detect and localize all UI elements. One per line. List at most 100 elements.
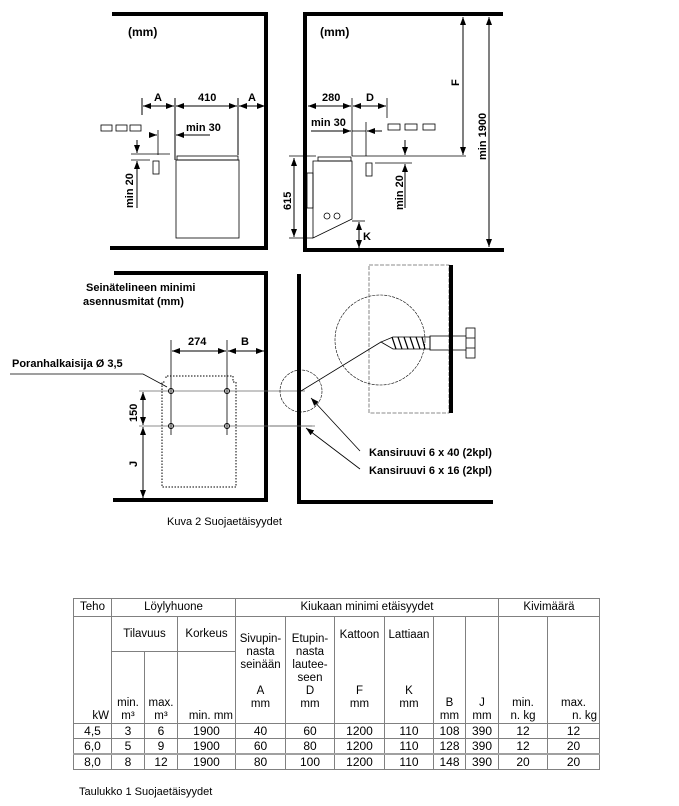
unit-k-mm: mm: [399, 698, 419, 710]
table-cell: 390: [465, 723, 499, 739]
header-vol-max: max. m³: [144, 651, 178, 724]
header-etupinnasta: Etupin- nasta lautee- seen D mm: [285, 616, 335, 724]
table-cell: 9: [144, 738, 178, 755]
unit-f-mm: mm: [349, 698, 370, 710]
lattiaan-text: Lattiaan: [388, 629, 430, 641]
dim-vert-spacing: 150: [128, 404, 140, 422]
unit-stone-min: min.: [512, 697, 534, 709]
header-height-min: min. mm: [177, 651, 236, 724]
table-cell: 148: [433, 753, 466, 770]
table-caption: Taulukko 1 Suojaetäisyydet: [79, 786, 213, 798]
drill-label: Poranhalkaisija Ø 3,5: [12, 358, 123, 370]
unit-b-letter: B: [445, 697, 454, 709]
heater-lid: [176, 155, 239, 161]
header-kivimaara: Kivimäärä: [498, 598, 600, 617]
table-cell: 100: [285, 753, 335, 770]
unit-stone-max-kg: n. kg: [572, 710, 597, 722]
unit-d-letter: D: [305, 685, 315, 697]
panel-side-view: (mm) 280 D min 30 min 20 F min 1900: [282, 12, 504, 252]
table-cell: 110: [384, 738, 434, 755]
room-wall: [297, 274, 493, 504]
table-cell: 6: [144, 723, 178, 739]
dim-a-left: A: [154, 92, 162, 104]
dim-j: J: [128, 461, 140, 467]
panel-screw-detail: Kansiruuvi 6 x 40 (2kpl) Kansiruuvi 6 x …: [270, 264, 493, 504]
bracket-title-line1: Seinätelineen minimi: [86, 282, 195, 294]
dim-min-side: min 30: [186, 122, 221, 134]
table-cell: 110: [384, 753, 434, 770]
unit-stone-min-kg: n. kg: [510, 710, 536, 722]
table-cell: 1900: [177, 723, 236, 739]
table-cell: 108: [433, 723, 466, 739]
table-cell: 80: [285, 738, 335, 755]
dim-d: D: [366, 92, 374, 104]
table-cell: 60: [285, 723, 335, 739]
unit-vol-max: max.: [148, 697, 174, 709]
detail-leader: [300, 341, 382, 392]
vent-slot: [115, 124, 128, 132]
room-wall: [110, 12, 268, 250]
drill-hole: [168, 388, 174, 394]
unit-a-mm: mm: [250, 698, 271, 710]
table-cell: 110: [384, 723, 434, 739]
bracket-outline: [161, 375, 237, 488]
table-cell: 390: [465, 738, 499, 755]
clearance-figure: (mm) A 410 A min 30 min 20: [10, 12, 504, 504]
header-loylyhuone: Löylyhuone: [111, 598, 236, 617]
drill-leader: [10, 373, 168, 388]
panel-bracket-dimensions: Seinätelineen minimi asennusmitat (mm) 2…: [10, 271, 315, 502]
dim-b: B: [241, 336, 249, 348]
unit-vol-min: min.: [117, 697, 139, 709]
dim-min-height: min 1900: [477, 113, 489, 160]
control-knob: [333, 212, 341, 220]
vent-slot: [404, 123, 418, 131]
table-cell: 12: [547, 723, 600, 739]
header-korkeus: Korkeus: [177, 616, 236, 652]
vent-slot: [129, 124, 142, 132]
vent-slot: [387, 123, 401, 131]
unit-label: (mm): [128, 25, 157, 39]
table-cell: 12: [498, 738, 548, 755]
detail-frame: [368, 264, 450, 414]
unit-f-letter: F: [355, 685, 364, 697]
screw-label-1: Kansiruuvi 6 x 40 (2kpl): [369, 447, 492, 459]
table-cell: 6,0: [73, 738, 112, 755]
table-cell: 1900: [177, 738, 236, 755]
header-tilavuus: Tilavuus: [111, 616, 178, 652]
room-wall: [303, 12, 504, 252]
heater-body: [312, 160, 353, 239]
table-cell: 1200: [334, 723, 385, 739]
drill-hole: [224, 423, 230, 429]
header-b: B mm: [433, 616, 466, 724]
table-cell: 1200: [334, 753, 385, 770]
dim-k: K: [363, 231, 371, 243]
table-cell: 128: [433, 738, 466, 755]
header-vol-min: min. m³: [111, 651, 145, 724]
dim-min-vert: min 20: [394, 175, 406, 210]
table-cell: 4,5: [73, 723, 112, 739]
dim-height: 615: [282, 192, 294, 210]
unit-a-letter: A: [256, 685, 265, 697]
unit-j-letter: J: [479, 697, 485, 709]
unit-kw-text: kW: [92, 710, 109, 722]
header-lattiaan: Lattiaan K mm: [384, 616, 434, 724]
unit-vol-min-m3: m³: [121, 710, 135, 722]
control-knob: [323, 212, 331, 220]
table-cell: 20: [547, 753, 600, 770]
table-cell: 390: [465, 753, 499, 770]
heater-body: [175, 159, 240, 239]
detail-circle-large: [334, 294, 426, 386]
dim-min-side: min 30: [311, 117, 346, 129]
wall-bracket: [306, 172, 314, 209]
unit-kw: kW: [73, 616, 112, 724]
table-cell: 20: [547, 738, 600, 755]
header-sivupinnasta: Sivupin- nasta seinään A mm: [235, 616, 286, 724]
header-stone-min: min. n. kg: [498, 616, 548, 724]
unit-vol-max-m3: m³: [154, 710, 168, 722]
sivupinnasta-text: Sivupin- nasta seinään: [239, 633, 282, 671]
table-cell: 8: [111, 753, 145, 770]
unit-j-mm: mm: [472, 710, 492, 722]
